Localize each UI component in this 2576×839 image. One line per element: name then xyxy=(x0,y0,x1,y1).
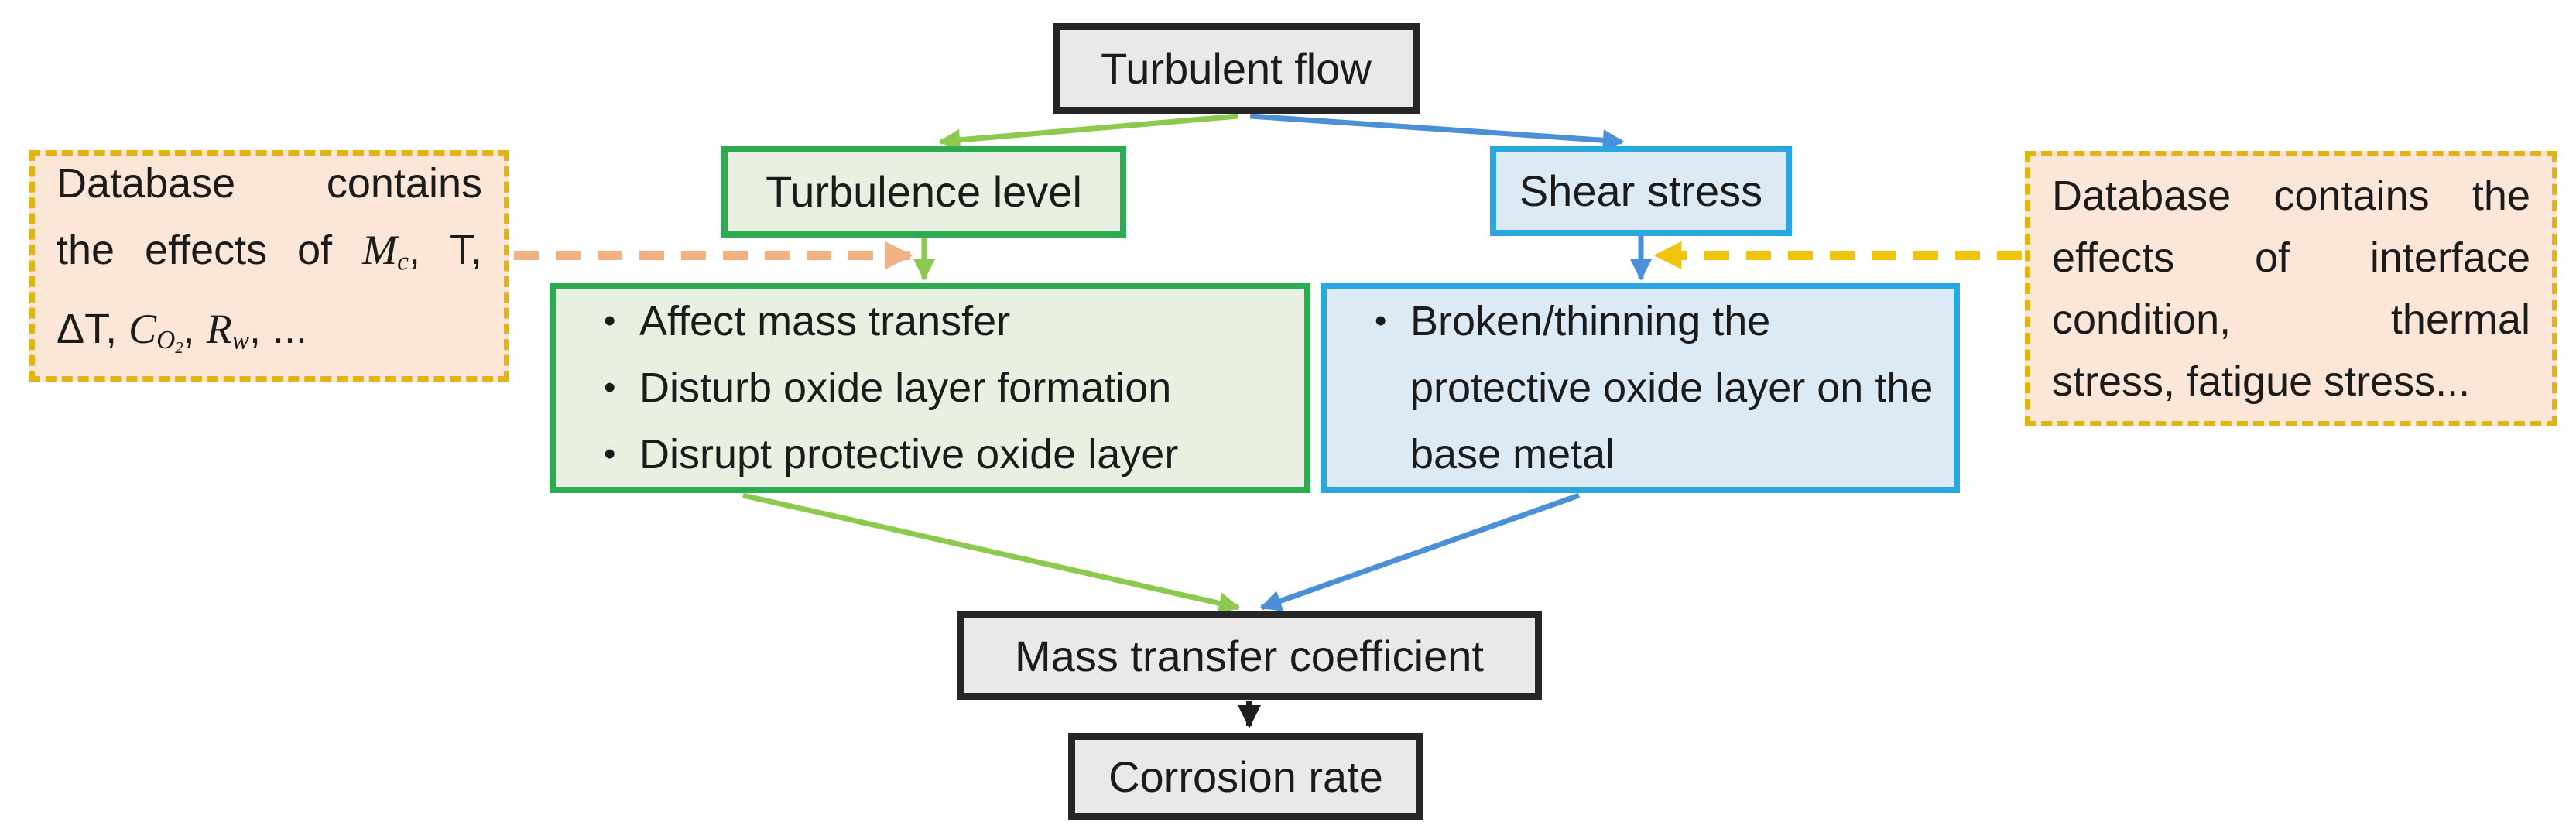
node-turbulent-flow-label: Turbulent flow xyxy=(1101,44,1372,93)
bullet-icon: • xyxy=(1375,302,1387,340)
turbulence-effect-3: Disrupt protective oxide layer xyxy=(639,431,1179,478)
bullet-icon: • xyxy=(604,302,616,340)
bullet-icon: • xyxy=(604,368,616,406)
node-corrosion-rate: Corrosion rate xyxy=(1068,733,1423,820)
node-shear-stress: Shear stress xyxy=(1490,146,1792,236)
database-right-line-1: Database contains the xyxy=(2052,173,2530,219)
text-segment: , ... xyxy=(249,305,308,352)
turbulence-effects-list: • Affect mass transfer • Disturb oxide l… xyxy=(550,283,1310,493)
arrow-blueeffects-to-masstransfer xyxy=(1259,492,1581,611)
node-corrosion-rate-label: Corrosion rate xyxy=(1108,752,1383,801)
text-segment: ΔT, xyxy=(57,305,129,352)
text-segment: , T, xyxy=(408,227,482,274)
list-item: • Disrupt protective oxide layer xyxy=(571,421,1289,488)
database-note-left: Database contains the effects of Mc, T, … xyxy=(29,150,509,382)
math-subscript-O: O xyxy=(156,325,176,354)
node-mass-transfer-coefficient-label: Mass transfer coefficient xyxy=(1015,632,1484,680)
turbulence-effect-1: Affect mass transfer xyxy=(639,298,1011,344)
database-right-line-4: stress, fatigue stress... xyxy=(2052,358,2471,405)
node-turbulence-level-label: Turbulence level xyxy=(766,167,1082,216)
text-segment: , xyxy=(183,305,207,352)
math-symbol-C: C xyxy=(128,305,157,352)
shear-effect-1: Broken/thinning the protective oxide lay… xyxy=(1410,298,1934,478)
math-subscript-O2: O2 xyxy=(156,325,183,357)
bullet-icon: • xyxy=(604,435,616,473)
node-turbulent-flow: Turbulent flow xyxy=(1053,23,1420,114)
database-right-line-2: effects of interface xyxy=(2052,235,2530,281)
arrow-greeneffects-to-masstransfer xyxy=(742,492,1241,615)
text-segment: the effects of xyxy=(57,227,363,274)
shear-effects-list: • Broken/thinning the protective oxide l… xyxy=(1321,283,1960,493)
database-left-line-2: the effects of Mc, T, xyxy=(57,217,482,295)
list-item: • Affect mass transfer xyxy=(571,288,1289,354)
node-turbulence-level: Turbulence level xyxy=(721,146,1126,238)
math-subscript-2: 2 xyxy=(175,339,183,357)
arrow-turbulentflow-to-turbulencelevel xyxy=(938,113,1239,151)
database-left-line-1: Database contains xyxy=(57,160,482,207)
math-symbol-M: M xyxy=(362,227,398,274)
math-symbol-R: R xyxy=(206,305,232,352)
node-shear-stress-label: Shear stress xyxy=(1519,166,1763,215)
math-subscript-c: c xyxy=(397,247,409,276)
arrow-turbulentflow-to-shearstress xyxy=(1249,113,1625,152)
database-right-line-3: condition, thermal xyxy=(2052,296,2530,343)
database-left-line-3: ΔT, CO2, Rw, ... xyxy=(57,296,482,382)
turbulence-effect-2: Disturb oxide layer formation xyxy=(639,365,1172,411)
node-mass-transfer-coefficient: Mass transfer coefficient xyxy=(957,611,1542,700)
list-item: • Broken/thinning the protective oxide l… xyxy=(1342,288,1938,488)
list-item: • Disturb oxide layer formation xyxy=(571,354,1289,421)
database-note-right: Database contains the effects of interfa… xyxy=(2025,151,2557,426)
math-subscript-w: w xyxy=(231,325,249,354)
